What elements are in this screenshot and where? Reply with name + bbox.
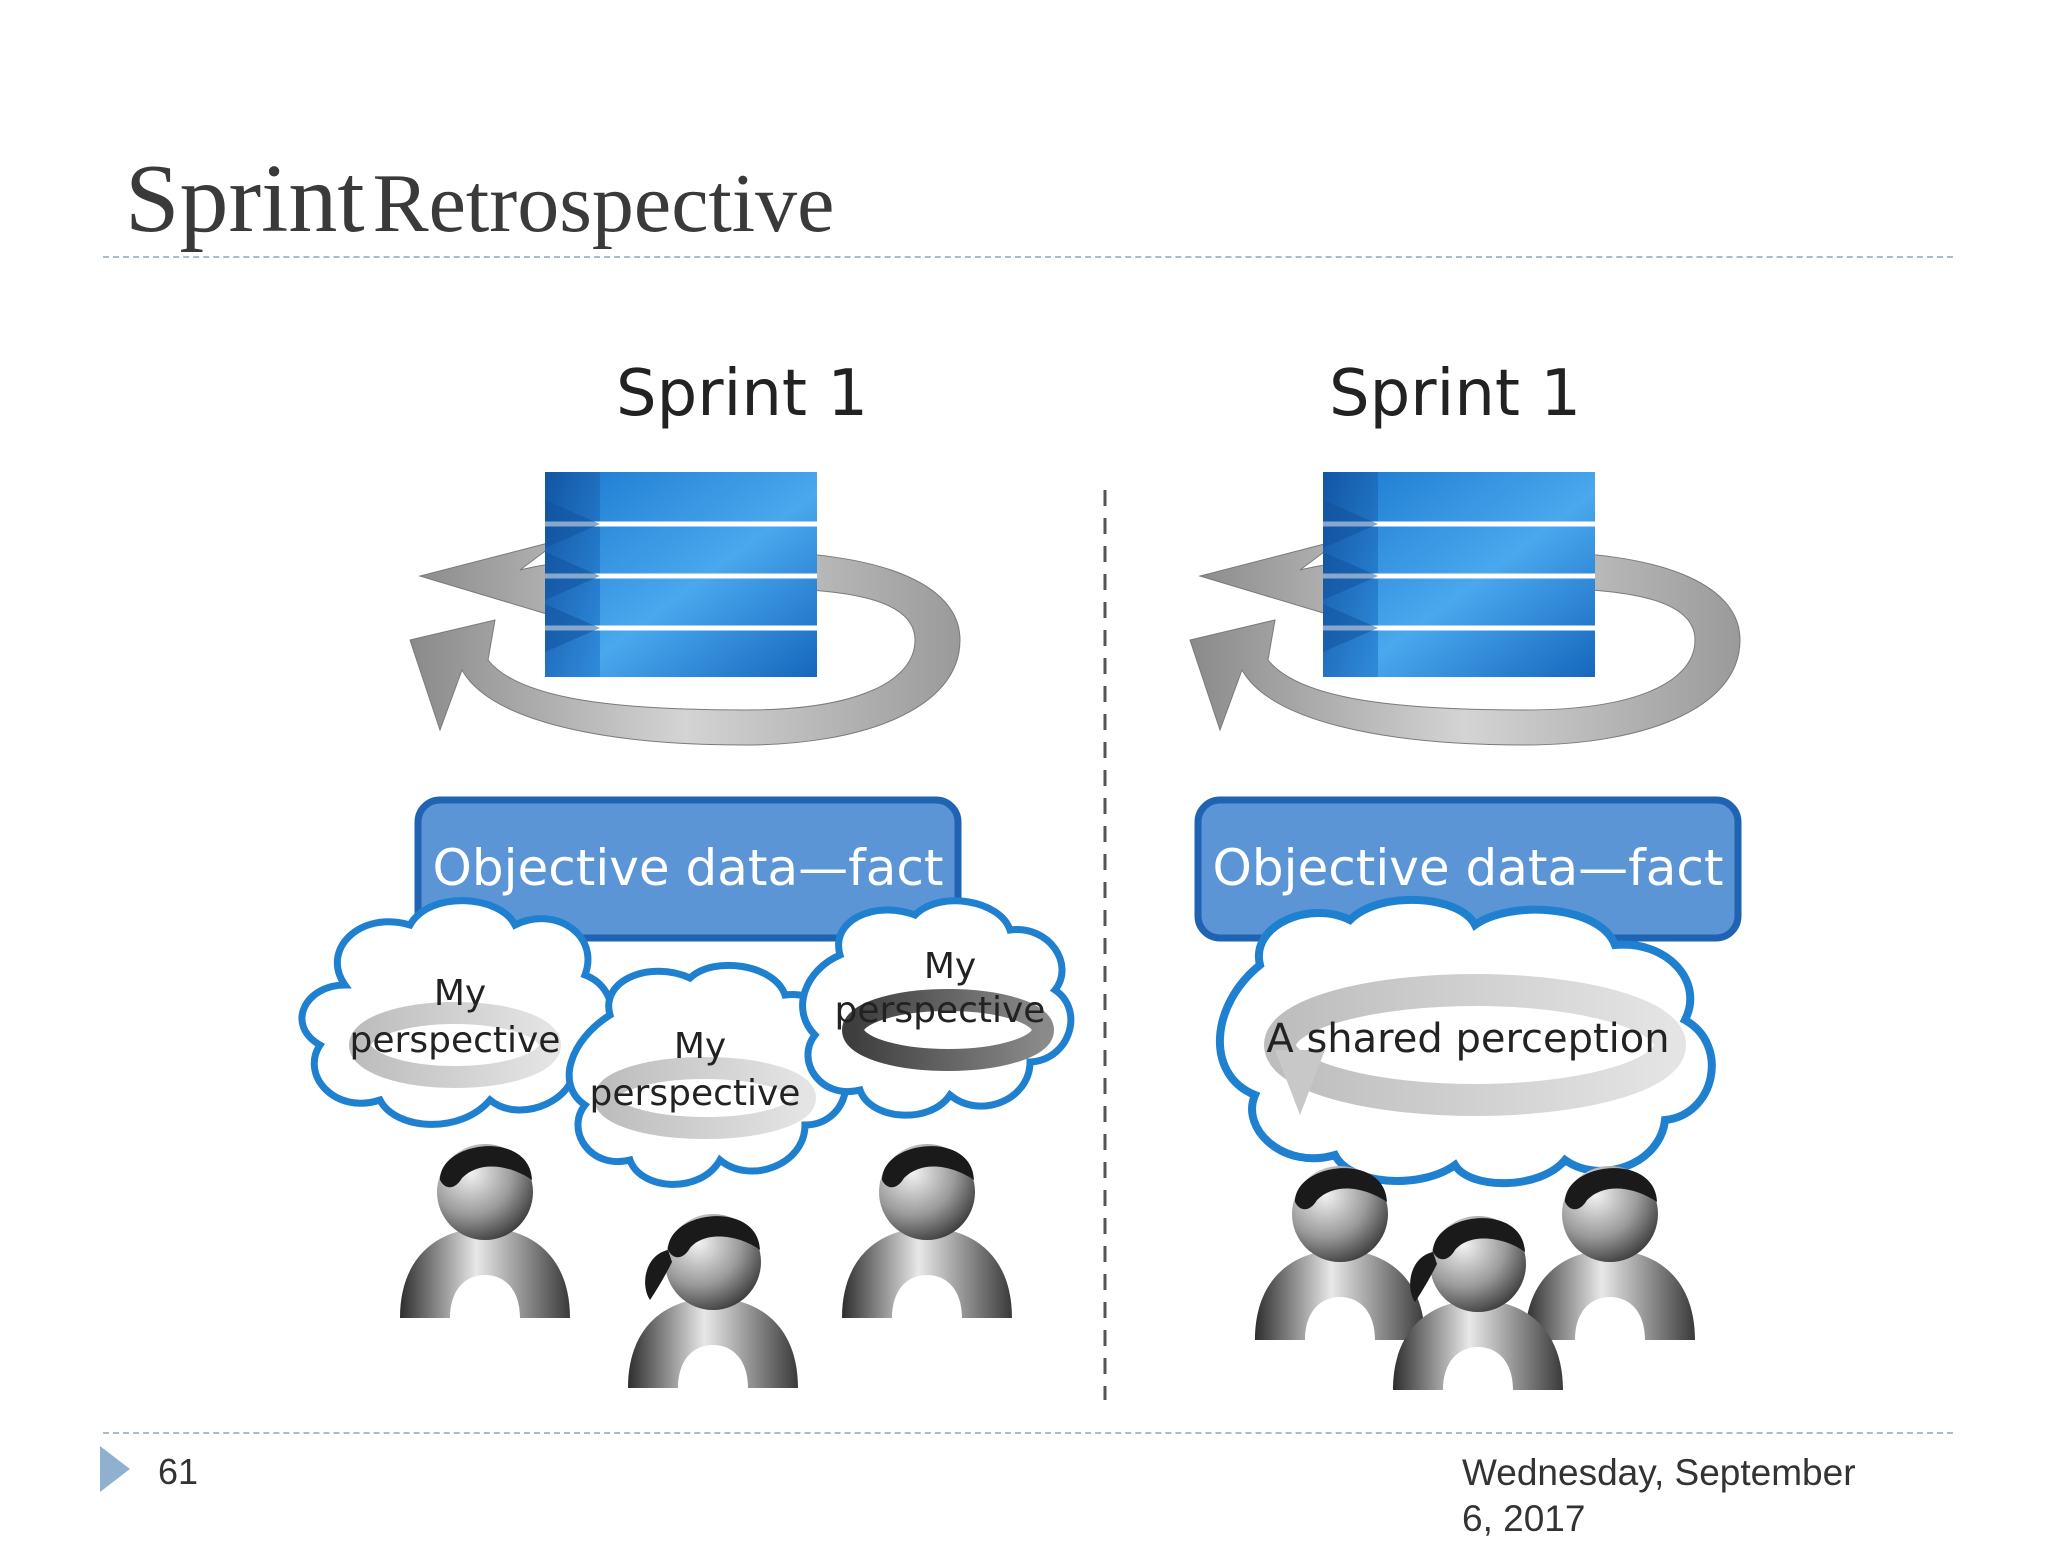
- right-backlog-stack-icon: [1323, 472, 1595, 677]
- footer-divider: [103, 1432, 1953, 1434]
- cloud-2-line-2: perspective: [590, 1073, 801, 1114]
- cloud-3-line-2: perspective: [835, 990, 1046, 1031]
- left-cloud-2: My perspective: [565, 961, 850, 1188]
- left-cloud-3: My perspective: [799, 897, 1075, 1119]
- left-person-3-icon: [842, 1144, 1012, 1318]
- cloud-3-line-1: My: [924, 946, 976, 987]
- title-retrospective: Retrospective: [372, 157, 835, 250]
- left-fact-label: Objective data—fact: [433, 839, 944, 897]
- right-panel: Sprint 1 Objective data—fact A shared pe…: [1189, 357, 1742, 1390]
- title-divider: [103, 256, 1953, 258]
- title-sprint: Sprint: [125, 145, 365, 253]
- slide-title: Sprint Retrospective: [125, 150, 834, 248]
- left-backlog-stack-icon: [545, 472, 817, 677]
- page-number: 61: [158, 1451, 199, 1492]
- cloud-1-line-1: My: [434, 973, 486, 1014]
- shared-perception-cloud: A shared perception: [1216, 895, 1716, 1188]
- right-person-1-icon: [1255, 1166, 1425, 1340]
- left-fact-box: [414, 796, 962, 942]
- left-cloud-1: My perspective: [298, 897, 616, 1128]
- right-fact-label: Objective data—fact: [1213, 839, 1724, 897]
- right-person-2-icon: [1393, 1216, 1563, 1390]
- slide-date: Wednesday, September 6, 2017: [1462, 1452, 1856, 1539]
- left-person-1-icon: [400, 1144, 570, 1318]
- left-sprint-label: Sprint 1: [616, 357, 868, 431]
- right-person-3-icon: [1525, 1166, 1695, 1340]
- left-panel: Sprint 1 Objective data—fact My perspect…: [298, 357, 1075, 1388]
- right-sprint-label: Sprint 1: [1329, 357, 1581, 431]
- cloud-1-line-2: perspective: [350, 1020, 561, 1061]
- left-person-2-icon: [628, 1214, 798, 1388]
- shared-perception-label: A shared perception: [1266, 1016, 1669, 1062]
- footer-bullet-arrow-icon: [100, 1446, 130, 1492]
- cloud-2-line-1: My: [674, 1026, 726, 1067]
